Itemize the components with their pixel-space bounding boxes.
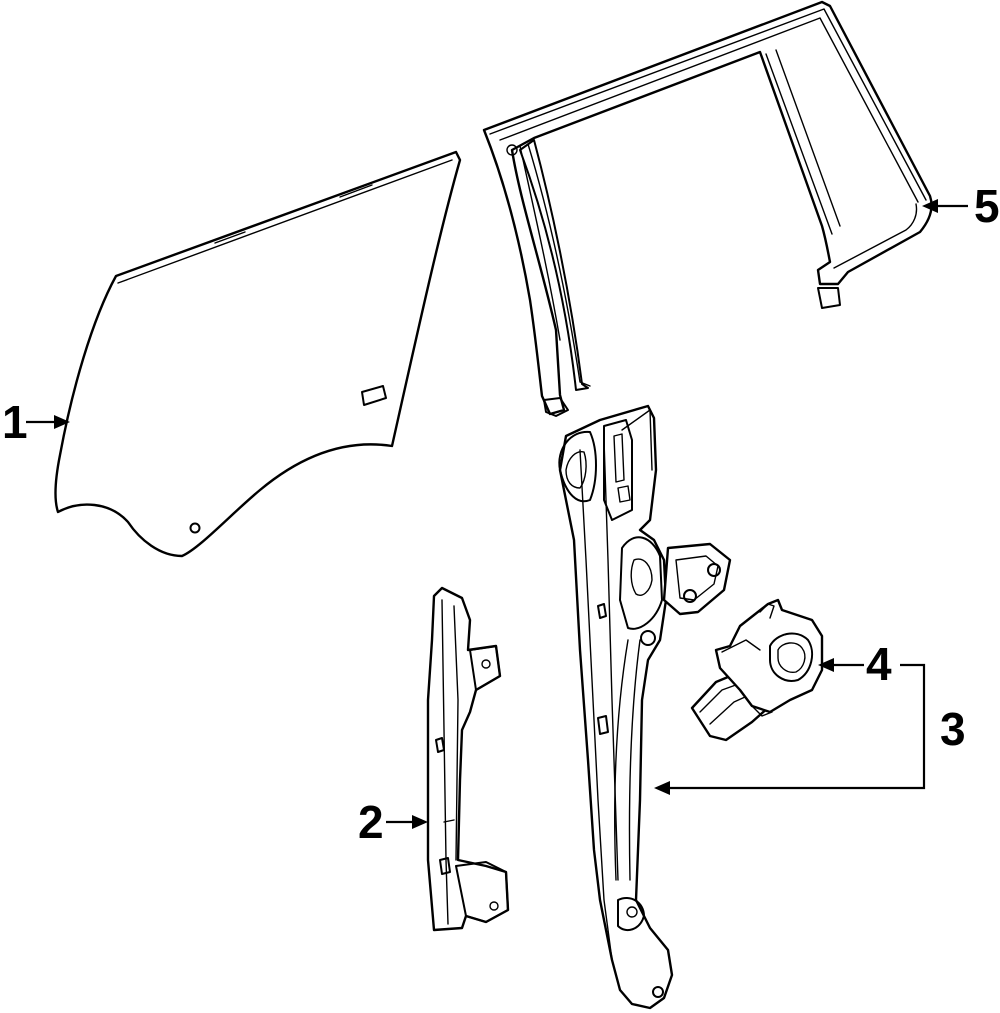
callout-2-arrowhead <box>412 815 428 829</box>
callout-3-arrowhead <box>654 781 670 795</box>
callout-3-label: 3 <box>940 703 966 755</box>
callout-1-arrowhead <box>54 415 70 429</box>
part-1-door-glass <box>54 150 462 558</box>
callout-5-label: 5 <box>974 180 1000 232</box>
callout-3-leader <box>670 663 926 790</box>
callout-1-label: 1 <box>2 396 28 448</box>
callout-4: 4 <box>818 638 892 690</box>
callout-3: 3 <box>654 663 966 795</box>
part-4-regulator-motor <box>690 598 824 742</box>
callout-5: 5 <box>922 180 1000 232</box>
callout-2-label: 2 <box>358 796 384 848</box>
part-2-guide-channel <box>426 586 510 932</box>
part-3-window-regulator <box>558 404 732 1010</box>
callout-2: 2 <box>358 796 428 848</box>
callout-5-arrowhead <box>922 199 938 213</box>
callout-4-arrowhead <box>818 658 834 672</box>
callout-4-label: 4 <box>866 638 892 690</box>
callout-1: 1 <box>2 396 70 448</box>
part-5-glass-run-channel <box>482 0 933 417</box>
